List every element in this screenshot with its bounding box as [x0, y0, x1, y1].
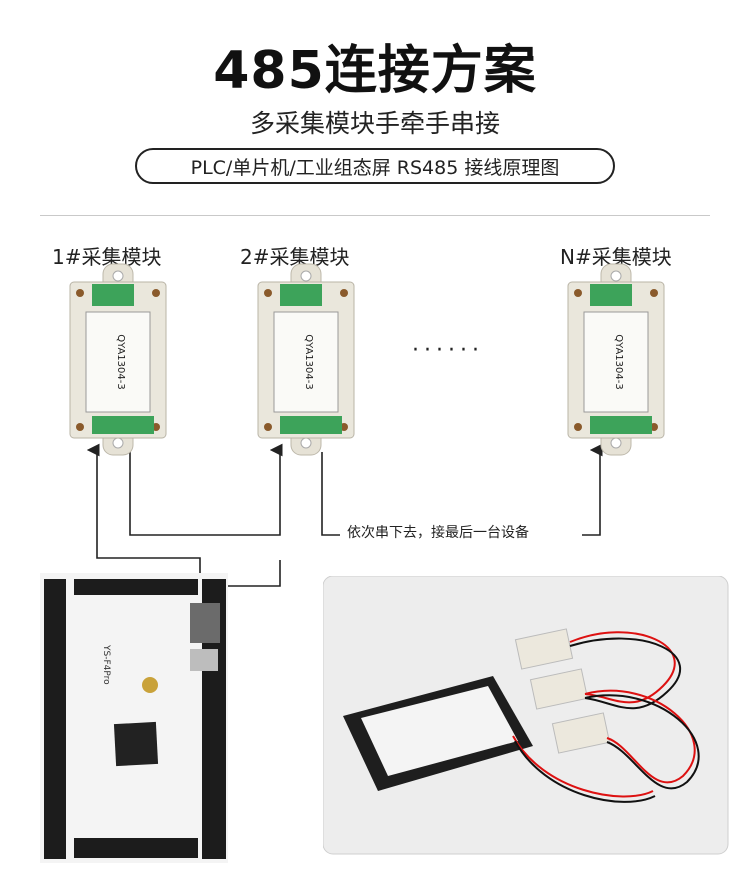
controller-board-graphic: YS-F4Pro [40, 573, 228, 863]
module-2-graphic: QYA1304-3 [257, 263, 355, 456]
divider [40, 215, 710, 216]
page-title: 485连接方案 [213, 41, 537, 101]
module-2-model: QYA1304-3 [303, 334, 314, 389]
module-2-label: 2#采集模块 [240, 245, 350, 269]
wiring-note: 依次串下去，接最后一台设备 [347, 525, 529, 541]
module-1-graphic: QYA1304-3 [69, 263, 167, 456]
module-n-graphic: QYA1304-3 [567, 263, 665, 456]
product-photo [322, 575, 730, 860]
module-n-model: QYA1304-3 [613, 334, 624, 389]
wire-module-2-to-module-n-left [321, 452, 340, 536]
wire-module-2-to-module-n-right [582, 443, 603, 536]
module-n: QYA1304-3 [566, 262, 666, 461]
module-1: QYA1304-3 [68, 262, 168, 461]
page-subtitle: 多采集模块手牵手串接 [249, 109, 500, 138]
module-1-model: QYA1304-3 [115, 334, 126, 389]
diagram-caption: PLC/单片机/工业组态屏 RS485 接线原理图 [190, 156, 560, 179]
wire-module-1-to-module-2 [129, 443, 283, 536]
board-name: YS-F4Pro [101, 644, 111, 685]
module-2: QYA1304-3 [256, 262, 356, 461]
diagram-caption-pill: PLC/单片机/工业组态屏 RS485 接线原理图 [135, 148, 615, 184]
module-1-label: 1#采集模块 [52, 245, 162, 269]
more-modules-ellipsis: ······ [412, 338, 484, 363]
controller-board: YS-F4Pro [40, 573, 230, 867]
product-photo-graphic [322, 575, 729, 855]
